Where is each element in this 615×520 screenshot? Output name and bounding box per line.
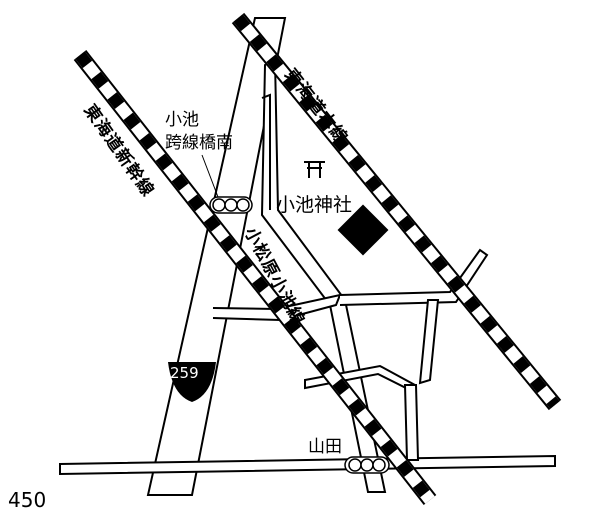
route-259-label: 259	[170, 364, 199, 382]
shrine-label: 小池神社	[276, 194, 353, 216]
intersection-label-koike-2: 跨線橋南	[165, 133, 233, 153]
intersection-label-yamada: 山田	[308, 437, 342, 457]
signal-koike-icon	[209, 196, 253, 214]
intersection-label-koike-1: 小池	[165, 110, 199, 130]
torii-shrine-icon	[304, 161, 325, 178]
route-259-shield	[168, 362, 216, 402]
local-road	[212, 293, 342, 322]
page-number: 450	[8, 488, 47, 512]
local-road	[418, 299, 440, 385]
bottom-road	[59, 454, 556, 476]
tokaido-main-line-railway	[231, 12, 562, 411]
komatsubara-koike-road	[260, 58, 387, 493]
tokaido-shinkansen-railway	[73, 50, 437, 505]
local-road	[403, 384, 420, 461]
signal-yamada-icon	[344, 456, 390, 474]
